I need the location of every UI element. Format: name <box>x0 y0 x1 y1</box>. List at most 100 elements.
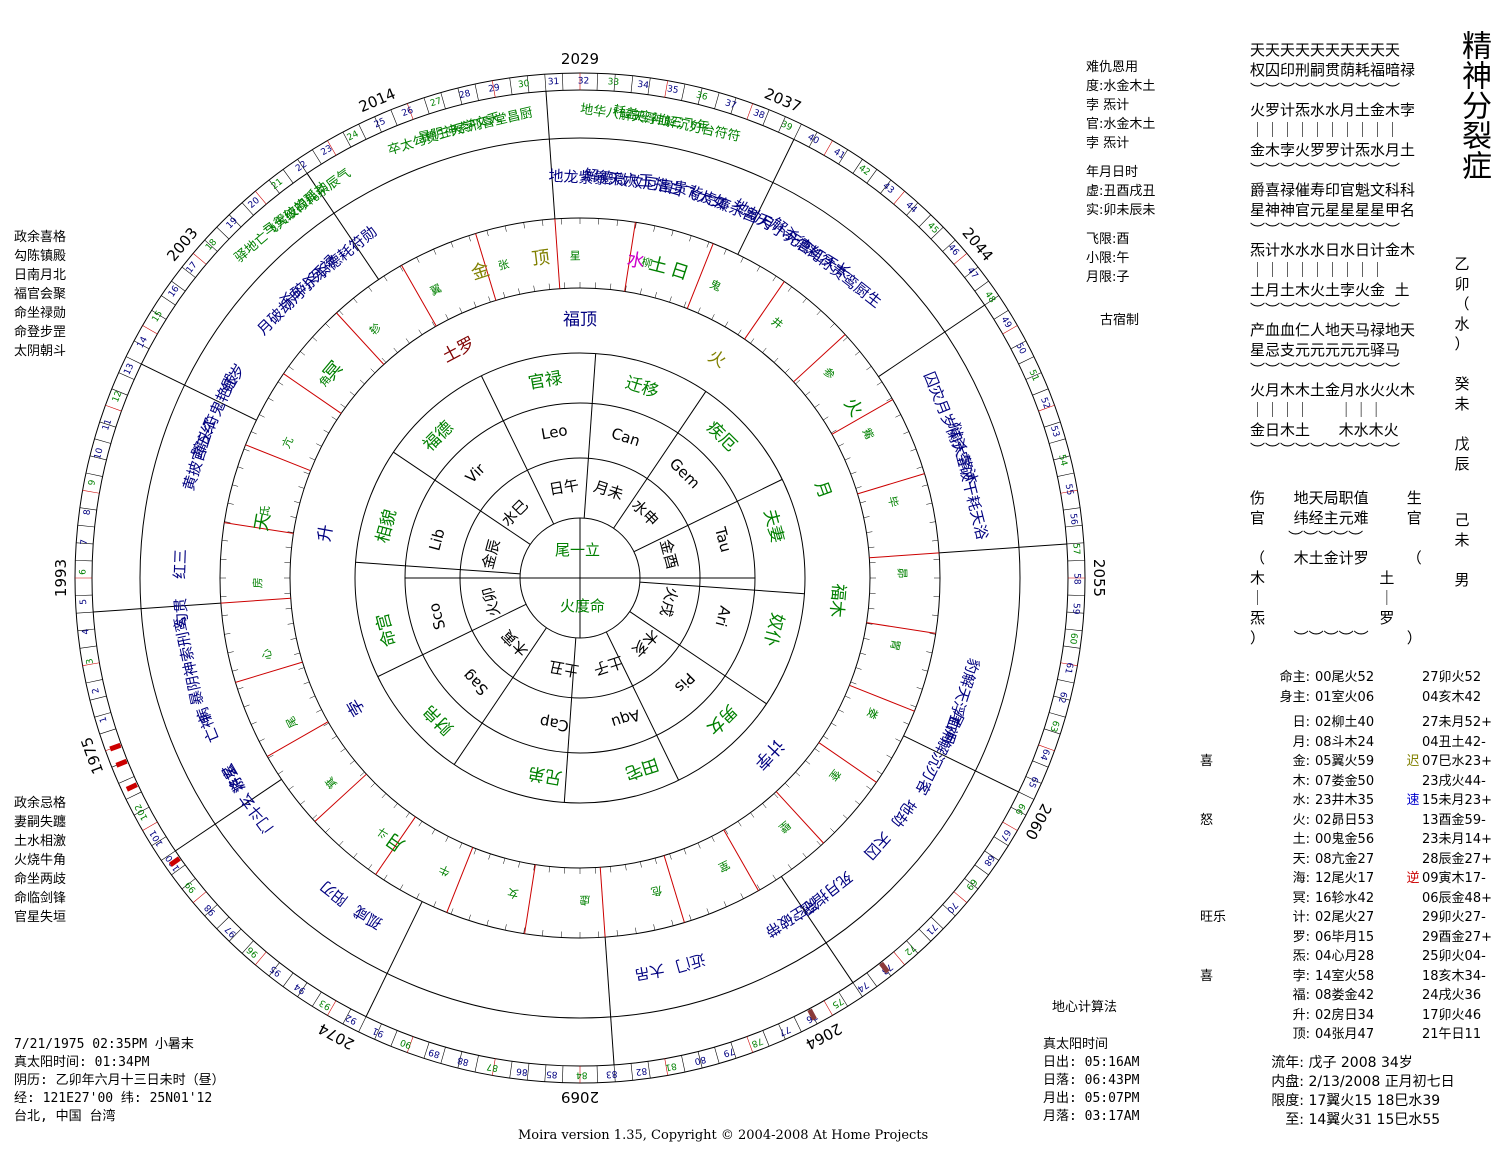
age-number: 68 <box>981 852 996 867</box>
planet-pos1: 06毕月15 <box>1315 929 1375 945</box>
planet-pos2: 23戌火44- <box>1422 773 1486 789</box>
sector-line <box>583 353 597 519</box>
mansion-name: 奎 <box>826 767 844 784</box>
age-number: 99 <box>184 879 199 894</box>
planet-motion: 速 <box>1406 793 1420 808</box>
year-tick <box>282 169 294 184</box>
year-tick <box>697 1051 703 1069</box>
age-number: 42 <box>857 163 872 178</box>
degree-tick <box>338 310 344 316</box>
wheel-ring <box>139 137 1021 1019</box>
age-number: 86 <box>516 1065 529 1076</box>
year-tick <box>181 878 196 890</box>
house-label: 官禄 <box>527 368 564 394</box>
age-number: 82 <box>635 1065 648 1076</box>
liunian-l4-value: 14翼火31 15巳水55 <box>1308 1112 1441 1128</box>
degree-tick <box>251 721 257 725</box>
year-tick <box>793 123 802 140</box>
age-number: 88 <box>456 1054 470 1066</box>
year-tick <box>1032 760 1049 768</box>
sector-line <box>393 451 531 545</box>
year-tick <box>893 190 905 205</box>
star-name: 解杀德耗符贵鸾厨生 <box>768 214 885 311</box>
degree-tick <box>866 531 873 533</box>
year-tick <box>1066 611 1084 614</box>
degree-tick <box>290 638 297 640</box>
planet-pos1: 00尾火52 <box>1315 670 1375 685</box>
degree-tick <box>459 307 463 314</box>
guan-value2: 孛 炁计 <box>1086 136 1130 151</box>
zodiac-sign-label: Aqu <box>609 706 642 732</box>
right-grid-row: 火罗计炁水水月土金木孛 <box>1250 101 1416 119</box>
year-tick <box>1057 472 1075 477</box>
year-tick <box>358 123 367 140</box>
mansion-line <box>663 855 685 923</box>
degree-tick <box>431 829 436 835</box>
degree-tick <box>399 884 404 890</box>
age-number: 23 <box>319 144 334 158</box>
degree-tick <box>431 321 436 327</box>
right-grid-row: ︶︶︶︶︶︶︶︶︶︶ <box>1250 221 1401 239</box>
degree-tick <box>866 623 873 625</box>
degree-tick <box>740 893 744 899</box>
age-number: 45 <box>925 221 940 236</box>
degree-tick <box>316 709 322 713</box>
degree-tick <box>616 219 618 226</box>
degree-tick <box>486 919 489 926</box>
ring-planet-label: 火 <box>704 346 729 372</box>
birth-info: 7/21/1975 02:35PM 小暑末 真太阳时间: 01:34PM 阴历:… <box>14 1036 225 1126</box>
year-tick <box>509 77 513 95</box>
mansion-line <box>599 867 606 938</box>
right-col-char: 戊 <box>1454 435 1470 453</box>
year-tick <box>647 1061 651 1079</box>
year-tick <box>142 821 158 831</box>
sector-line <box>175 778 282 852</box>
degree-tick <box>610 866 612 873</box>
degree-tick <box>823 416 829 421</box>
sector-line <box>605 631 680 781</box>
right-grid-row: 金木孛火罗罗计炁水月土 <box>1250 141 1416 159</box>
year-tick <box>133 340 150 350</box>
degree-tick <box>290 516 297 518</box>
center-text: 尾一立 <box>555 541 600 559</box>
sector-line <box>545 91 556 219</box>
age-number: 18 <box>204 237 219 252</box>
degree-tick <box>635 927 637 934</box>
degree-tick <box>910 448 917 452</box>
degree-tick <box>303 471 310 475</box>
right-col-char: 辰 <box>1454 455 1470 473</box>
year-tick <box>681 1055 686 1073</box>
degree-tick <box>844 457 851 461</box>
year-label: 2055 <box>1090 559 1108 597</box>
planet-pos2: 04亥木42 <box>1422 689 1482 705</box>
star-name: 红三 <box>171 549 190 580</box>
year-tick <box>1044 728 1061 735</box>
moonrise: 月出: 05:07PM <box>1043 1091 1140 1106</box>
age-number: 10 <box>93 447 106 461</box>
degree-tick <box>393 803 398 809</box>
degree-tick <box>359 771 365 777</box>
age-number: 58 <box>1071 573 1081 585</box>
branch-label: 日午 <box>548 476 581 499</box>
year-tick <box>204 904 218 917</box>
planet-marker <box>125 782 138 792</box>
degree-tick <box>340 403 346 408</box>
degree-tick <box>711 836 715 842</box>
mansion-line <box>624 222 636 292</box>
mansion-name: 房 <box>251 577 264 588</box>
degree-tick <box>737 821 742 827</box>
branch-label: 金辰 <box>479 537 504 571</box>
liunian-l1-value: 戊子 2008 34岁 <box>1308 1055 1413 1071</box>
year-tick <box>714 92 720 109</box>
year-tick <box>99 728 116 735</box>
degree-tick <box>383 874 388 881</box>
mansion-name: 鬼 <box>708 277 724 294</box>
degree-tick <box>610 283 612 290</box>
year-tick <box>852 159 863 174</box>
branch-label: 月未 <box>591 477 625 503</box>
degree-tick <box>251 431 257 435</box>
degree-tick <box>868 546 875 548</box>
planet-name: 木: <box>1292 773 1310 789</box>
year-tick <box>613 74 616 92</box>
year-tick <box>1010 340 1027 350</box>
